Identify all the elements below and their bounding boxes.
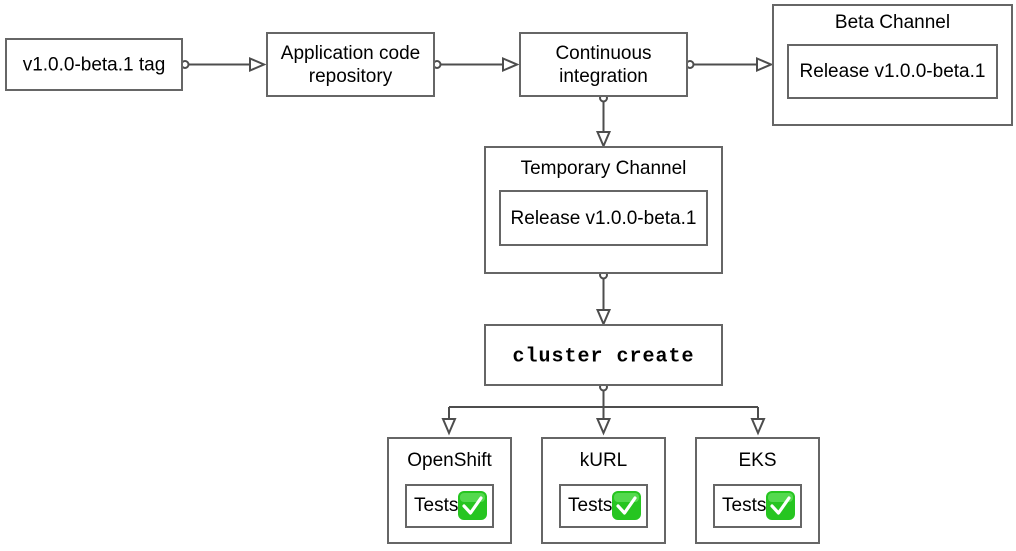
node-ci-label-line2: integration (559, 66, 648, 87)
temporary-channel-release-label: Release v1.0.0-beta.1 (511, 208, 697, 229)
openshift-title: OpenShift (407, 450, 492, 471)
edge-tag-to-repo (180, 56, 267, 73)
openshift-tests-label: Tests (414, 495, 458, 516)
check-mark-green-icon (766, 491, 795, 520)
node-beta-channel[interactable]: Beta Channel Release v1.0.0-beta.1 (772, 4, 1013, 126)
eks-title: EKS (738, 450, 776, 471)
node-temporary-channel[interactable]: Temporary Channel Release v1.0.0-beta.1 (484, 146, 723, 274)
node-tag[interactable]: v1.0.0-beta.1 tag (5, 38, 183, 91)
node-repo-label-line1: Application code (281, 43, 420, 64)
node-tag-label: v1.0.0-beta.1 tag (23, 55, 166, 76)
cluster-create-label: cluster create (512, 345, 694, 368)
node-eks[interactable]: EKS Tests (695, 437, 820, 544)
node-continuous-integration[interactable]: Continuous integration (519, 32, 688, 97)
check-mark-green-icon (458, 491, 487, 520)
node-kurl[interactable]: kURL Tests (541, 437, 666, 544)
node-openshift[interactable]: OpenShift Tests (387, 437, 512, 544)
beta-channel-release-label: Release v1.0.0-beta.1 (800, 61, 986, 82)
edge-repo-to-ci (432, 56, 520, 73)
node-repo-label-line2: repository (309, 66, 393, 87)
edge-cluster-create-to-targets (441, 382, 766, 436)
node-ci-label-line1: Continuous (555, 43, 651, 64)
kurl-title: kURL (580, 450, 628, 471)
eks-tests-label: Tests (722, 495, 766, 516)
node-application-code-repository[interactable]: Application code repository (266, 32, 435, 97)
edge-ci-to-temporary-channel (595, 93, 612, 149)
edge-temporary-channel-to-cluster-create (595, 270, 612, 327)
temporary-channel-title: Temporary Channel (521, 158, 687, 179)
kurl-tests-label: Tests (568, 495, 612, 516)
node-cluster-create[interactable]: cluster create (484, 324, 723, 386)
edge-ci-to-beta-channel (685, 56, 774, 73)
check-mark-green-icon (612, 491, 641, 520)
beta-channel-title: Beta Channel (835, 12, 950, 33)
